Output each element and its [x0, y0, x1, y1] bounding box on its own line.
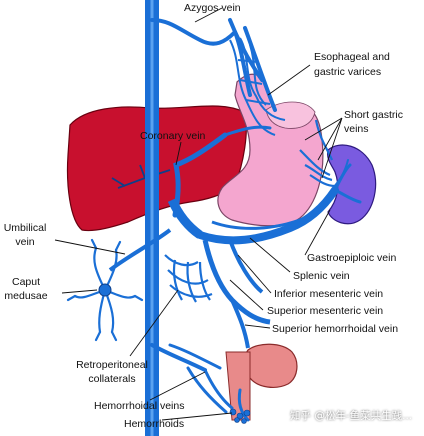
leader-lines: [54, 7, 343, 421]
stomach-fundus: [265, 101, 316, 129]
label-esophageal-gastric-varices: Esophageal and gastric varices: [314, 51, 390, 78]
label-gastroepiploic-vein: Gastroepiploic vein: [307, 252, 397, 264]
portal-vein: [167, 198, 203, 239]
spleen-shape: [327, 144, 377, 225]
label-hemorrhoidal-veins: Hemorrhoidal veins: [94, 400, 185, 412]
watermark-text: 知乎 @松年-鱼菜共生践...: [290, 410, 413, 422]
gastroepiploic-vessels: [211, 197, 332, 230]
label-superior-mesenteric-vein: Superior mesenteric vein: [267, 305, 384, 317]
retroperitoneal-collaterals: [164, 254, 213, 303]
label-azygos-vein: Azygos vein: [184, 2, 241, 14]
inferior-mesenteric-vessel: [228, 239, 264, 294]
rectum-shape: [243, 343, 298, 388]
label-short-gastric-veins: Short gastric veins: [344, 109, 403, 135]
superior-hemorrhoidal-vessel: [230, 299, 250, 349]
anal-canal: [225, 351, 251, 421]
superior-mesenteric-vessel: [202, 239, 271, 325]
label-umbilical-vein: Umbilical vein: [3, 222, 47, 248]
label-splenic-vein: Splenic vein: [293, 270, 350, 282]
umbilical-vein-vessel: [108, 228, 172, 272]
label-coronary-vein: Coronary vein: [140, 130, 206, 142]
umbilicus: [98, 283, 112, 297]
short-gastric-vessels: [299, 119, 336, 188]
label-retroperitoneal-collaterals: Retroperitoneal collaterals: [76, 359, 148, 385]
label-inferior-mesenteric-vein: Inferior mesenteric vein: [274, 288, 384, 300]
pelvic-vessels: [150, 343, 250, 422]
label-hemorrhoids: Hemorrhoids: [124, 418, 185, 430]
label-superior-hemorrhoidal-vein: Superior hemorrhoidal vein: [272, 323, 399, 335]
label-caput-medusae: Caput medusae: [4, 276, 48, 302]
